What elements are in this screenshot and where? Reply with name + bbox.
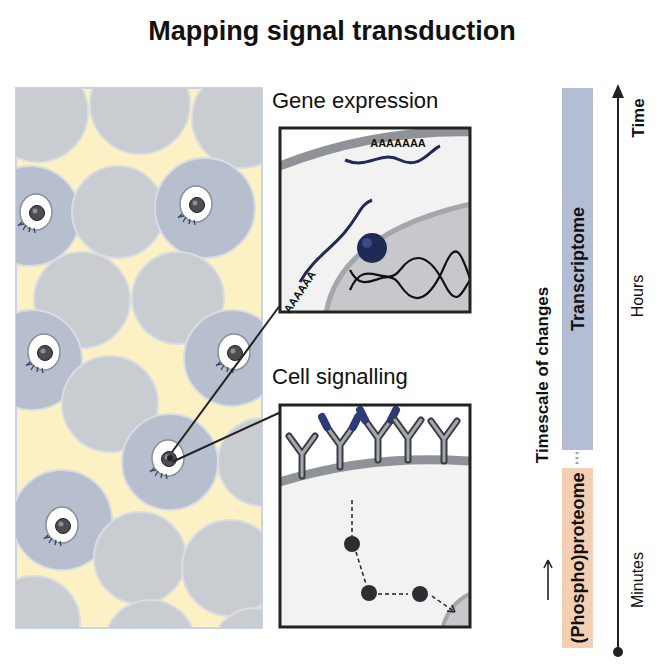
axis-label: Time <box>630 98 647 137</box>
axis-title: Timescale of changes <box>534 287 551 463</box>
inset-heading: Gene expression <box>266 84 478 114</box>
tissue-cells <box>16 88 262 628</box>
inset-panel: Gene expression <box>266 84 478 314</box>
inset-panel: Cell signalling <box>266 360 478 628</box>
title: Mapping signal transduction <box>0 16 664 47</box>
axis-break <box>576 452 579 466</box>
timescale-band: Transcriptome <box>562 88 593 450</box>
cells <box>18 186 250 546</box>
inset-heading: Cell signalling <box>266 360 478 390</box>
tick-label: Hours <box>630 275 646 318</box>
leader-line <box>172 304 281 452</box>
timescale-band: (Phospho)proteome <box>562 468 593 648</box>
cell-signalling-inset <box>281 406 469 626</box>
arrowhead <box>612 84 624 98</box>
arrow <box>544 560 552 600</box>
leader-line <box>172 412 281 462</box>
band-label: (Phospho)proteome <box>567 473 588 644</box>
axis-origin <box>613 647 623 657</box>
polya-tail: AAAAAAA <box>370 138 426 149</box>
time-axis <box>617 94 619 652</box>
band-label: Transcriptome <box>567 207 588 331</box>
gene-expression-inset <box>281 129 469 311</box>
tick-label: Minutes <box>630 552 646 608</box>
